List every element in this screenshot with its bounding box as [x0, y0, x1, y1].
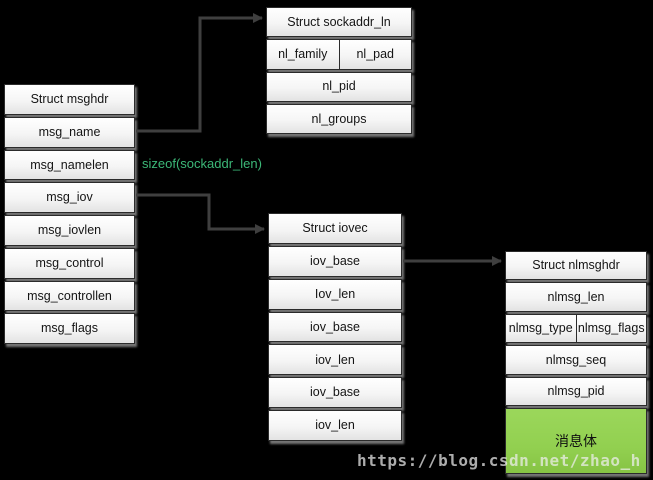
msghdr-row-msg-iovlen: msg_iovlen	[4, 215, 135, 246]
iovec-title: Struct iovec	[268, 213, 402, 244]
nlmsghdr-row-pid: nlmsg_pid	[505, 376, 647, 407]
msghdr-row-msg-control: msg_control	[4, 247, 135, 279]
nlmsghdr-row-type-flags: nlmsg_type nlmsg_flags	[505, 313, 647, 344]
arrow-msgiov-to-iovec	[136, 193, 265, 234]
nlmsghdr-table: Struct nlmsghdr nlmsg_len nlmsg_type nlm…	[505, 251, 647, 475]
sockaddr-nl-row-groups: nl_groups	[266, 103, 412, 134]
iovec-row-base-2: iov_base	[268, 311, 402, 343]
msghdr-row-msg-controllen: msg_controllen	[4, 280, 135, 312]
sizeof-annotation: sizeof(sockaddr_len)	[142, 156, 262, 171]
msghdr-row-msg-name: msg_name	[4, 116, 135, 148]
iovec-row-base-1: iov_base	[268, 245, 402, 277]
msghdr-title: Struct msghdr	[4, 84, 135, 115]
sockaddr-nl-cell-family: nl_family	[278, 47, 328, 62]
iovec-table: Struct iovec iov_base Iov_len iov_base i…	[268, 213, 402, 442]
sockaddr-nl-title: Struct sockaddr_ln	[266, 7, 412, 38]
msghdr-row-msg-namelen: msg_namelen	[4, 149, 135, 181]
sockaddr-nl-row-pid: nl_pid	[266, 71, 412, 102]
msghdr-table: Struct msghdr msg_name msg_namelen msg_i…	[4, 84, 135, 344]
nlmsghdr-cell-type: nlmsg_type	[508, 321, 573, 336]
iovec-row-len-1: Iov_len	[268, 278, 402, 310]
iovec-row-len-2: iov_len	[268, 344, 402, 376]
watermark-url: https://blog.csdn.net/zhao_h	[357, 451, 641, 470]
sockaddr-nl-row-family-pad: nl_family nl_pad	[266, 39, 412, 70]
sockaddr-nl-table: Struct sockaddr_ln nl_family nl_pad nl_p…	[266, 7, 412, 134]
nlmsghdr-cell-flags: nlmsg_flags	[575, 314, 647, 343]
iovec-row-base-3: iov_base	[268, 377, 402, 409]
msghdr-row-msg-iov: msg_iov	[4, 182, 135, 213]
nlmsghdr-row-seq: nlmsg_seq	[505, 345, 647, 375]
nlmsghdr-row-len: nlmsg_len	[505, 282, 647, 312]
nlmsghdr-payload-cell: 消息体	[505, 408, 647, 475]
sockaddr-nl-cell-pad: nl_pad	[338, 40, 412, 69]
arrow-msgname-to-sockaddr	[136, 13, 263, 133]
nlmsghdr-title: Struct nlmsghdr	[505, 251, 647, 281]
iovec-row-len-3: iov_len	[268, 410, 402, 442]
msghdr-row-msg-flags: msg_flags	[4, 313, 135, 344]
